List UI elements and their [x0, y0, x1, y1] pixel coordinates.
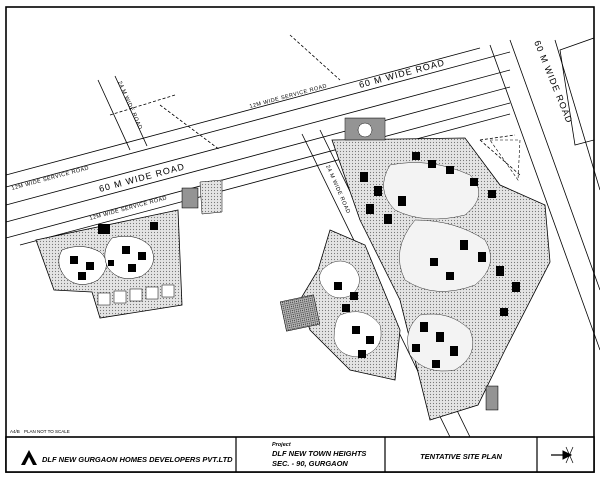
center-left-parcel — [279, 229, 401, 381]
sector-road-label-left: 24 M WIDE ROAD — [116, 80, 143, 130]
drawing-title: TENTATIVE SITE PLAN — [420, 452, 502, 461]
project-sector: SEC. - 90, GURGAON — [272, 459, 348, 468]
project-name: DLF NEW TOWN HEIGHTS — [272, 449, 366, 458]
service-road-label-top-left: 12M WIDE SERVICE ROAD — [11, 165, 90, 192]
main-road-label-right: 60 M WIDE ROAD — [358, 57, 446, 90]
service-road-label-top-right: 12M WIDE SERVICE ROAD — [249, 83, 328, 110]
project-label: Project — [272, 442, 292, 448]
vertical-road-label: 60 M WIDE ROAD — [532, 39, 574, 125]
corner-plot — [559, 37, 595, 146]
sheet-ref: A4/B — [10, 429, 20, 434]
title-block: DLF NEW GURGAON HOMES DEVELOPERS PVT.LTD… — [5, 436, 595, 473]
dlf-logo-icon — [21, 450, 37, 465]
north-arrow-icon — [551, 446, 574, 464]
developer-name: DLF NEW GURGAON HOMES DEVELOPERS PVT.LTD — [42, 455, 233, 464]
main-site-parcel — [331, 117, 551, 421]
left-site-parcel — [35, 179, 223, 319]
scale-note: PLAN NOT TO SCALE — [24, 429, 70, 434]
